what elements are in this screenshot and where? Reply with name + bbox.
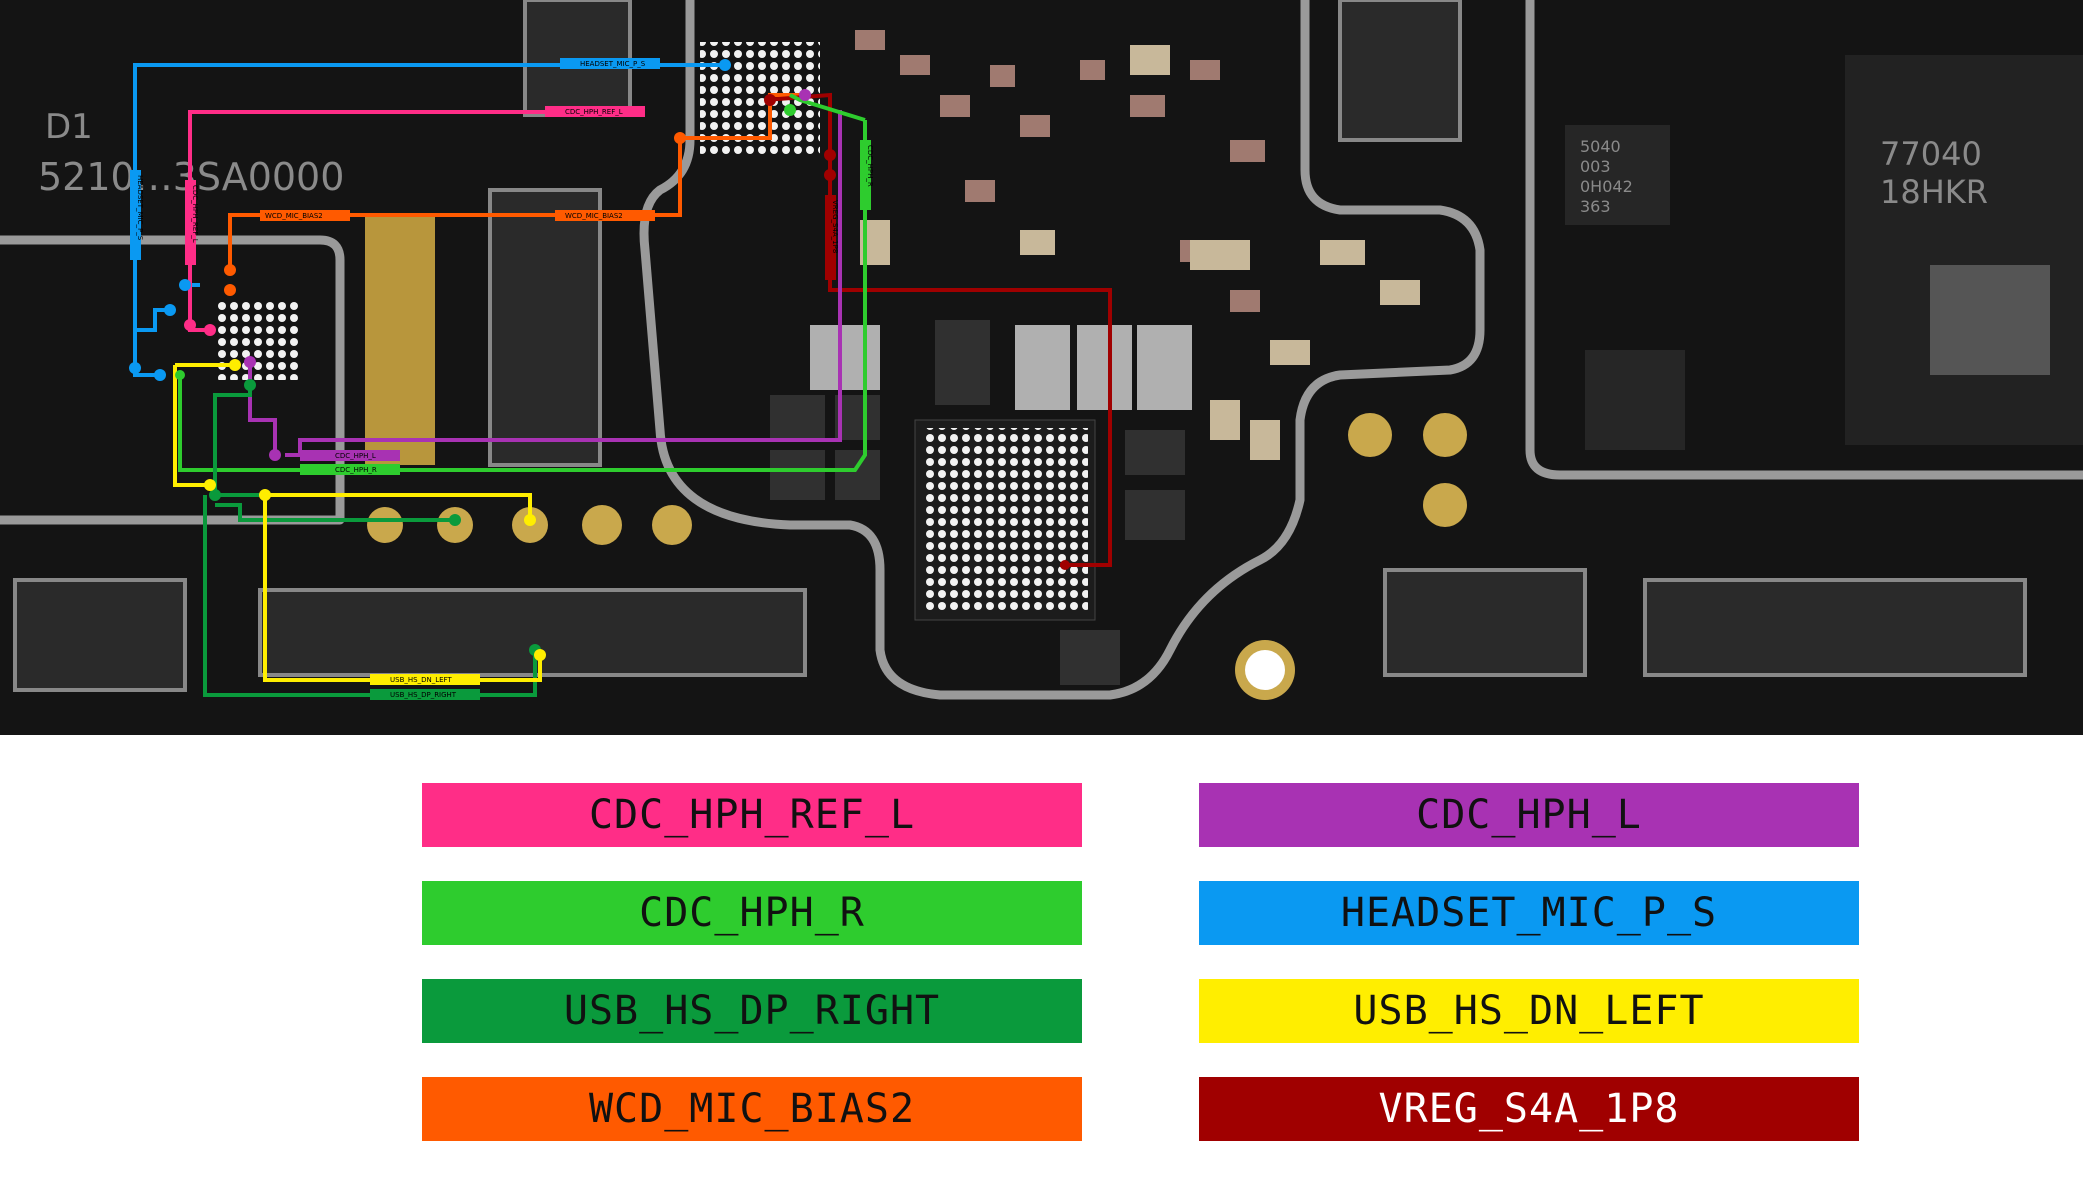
pcb-schematic: 77040 18HKR 5040 003 0H042 363	[0, 0, 2083, 700]
legend-item-vreg-s4a-1p8: VREG_S4A_1P8	[1199, 1077, 1859, 1141]
legend-label: USB_HS_DN_LEFT	[1353, 988, 1705, 1034]
pad	[1077, 325, 1132, 410]
connector-bottom	[258, 588, 807, 677]
chip-small-text-2: 003	[1580, 157, 1611, 176]
label-vertical-headset: HEADSET_MIC_P_S	[136, 175, 144, 241]
label-mic-bias-right: WCD_MIC_BIAS2	[565, 212, 623, 220]
bga-balls	[922, 428, 1088, 614]
chip-right-text-2: 18HKR	[1880, 173, 1988, 211]
pad	[1137, 325, 1192, 410]
chip-small-2	[1585, 350, 1685, 450]
legend-label: HEADSET_MIC_P_S	[1340, 890, 1718, 936]
label-usb-dn: USB_HS_DN_LEFT	[390, 676, 452, 684]
qr-code-icon	[1930, 265, 2050, 375]
chip-small-text-3: 0H042	[1580, 177, 1633, 196]
legend-label: CDC_HPH_R	[639, 890, 865, 936]
gold-contact-strip	[365, 215, 435, 465]
connector-bottom-right	[1643, 578, 2027, 677]
legend-label: CDC_HPH_REF_L	[588, 792, 916, 838]
legend-item-usb-hs-dn-left: USB_HS_DN_LEFT	[1199, 979, 1859, 1043]
label-usb-dp: USB_HS_DP_RIGHT	[390, 691, 457, 699]
silkscreen-d1: D1	[45, 107, 93, 147]
legend-label: CDC_HPH_L	[1416, 792, 1642, 838]
chip-right	[1845, 55, 2083, 445]
label-headset-mic: HEADSET_MIC_P_S	[580, 60, 646, 68]
connector-bottom-right-small	[1383, 568, 1587, 677]
gold-round-pads	[367, 413, 1467, 545]
connector-top-left	[523, 0, 632, 117]
legend-label: VREG_S4A_1P8	[1378, 1086, 1680, 1132]
legend-item-cdc-hph-l: CDC_HPH_L	[1199, 783, 1859, 847]
label-vertical-hph-r: CDC_HPH_R	[866, 145, 874, 187]
label-hph-l: CDC_HPH_L	[335, 452, 376, 460]
legend-item-usb-hs-dp-right: USB_HS_DP_RIGHT	[422, 979, 1082, 1043]
legend-item-wcd-mic-bias2: WCD_MIC_BIAS2	[422, 1077, 1082, 1141]
trace-label-group: HEADSET_MIC_P_S CDC_HPH_REF_L WCD_MIC_BI…	[130, 58, 874, 700]
chip-small	[1565, 125, 1670, 225]
label-hph-r: CDC_HPH_R	[335, 466, 377, 474]
legend: CDC_HPH_REF_L CDC_HPH_L CDC_HPH_R HEADSE…	[0, 735, 2083, 1178]
legend-item-cdc-hph-r: CDC_HPH_R	[422, 881, 1082, 945]
connector-top	[1338, 0, 1462, 142]
label-vertical-vreg: VREG_S4A_1P8	[831, 200, 839, 253]
mounting-hole-center	[1245, 650, 1285, 690]
connector-bottom-left	[13, 578, 187, 692]
legend-item-headset-mic-p-s: HEADSET_MIC_P_S	[1199, 881, 1859, 945]
shield-frame	[0, 0, 2083, 700]
pcb-board: 77040 18HKR 5040 003 0H042 363	[0, 0, 2083, 735]
legend-label: USB_HS_DP_RIGHT	[563, 988, 941, 1034]
legend-item-cdc-hph-ref-l: CDC_HPH_REF_L	[422, 783, 1082, 847]
legend-label: WCD_MIC_BIAS2	[588, 1086, 916, 1132]
label-mic-bias-left: WCD_MIC_BIAS2	[265, 212, 323, 220]
chip-small-text-1: 5040	[1580, 137, 1621, 156]
label-vertical-ref: CDC_HPH_REF_L	[191, 185, 199, 243]
pad	[810, 325, 880, 390]
chip-small-text-4: 363	[1580, 197, 1611, 216]
connector-vertical	[488, 188, 602, 467]
bga-chip-left	[215, 300, 300, 380]
trace-nodes	[129, 59, 1070, 661]
chip-right-text-1: 77040	[1880, 135, 1982, 173]
pad	[1015, 325, 1070, 410]
label-hph-ref: CDC_HPH_REF_L	[565, 108, 623, 116]
ic-blocks	[770, 320, 1185, 685]
